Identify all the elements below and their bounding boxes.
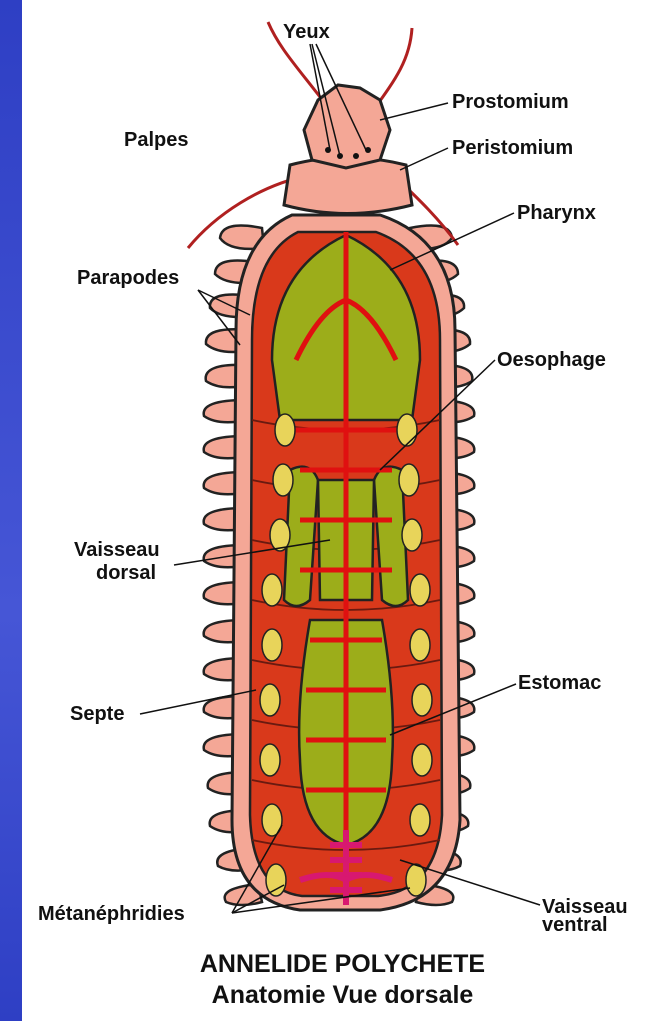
label-prostomium: Prostomium — [452, 92, 569, 112]
label-vaisseau-dorsal-1: Vaisseau — [74, 540, 160, 560]
prostomium-shape — [304, 85, 390, 168]
label-septe: Septe — [70, 704, 124, 724]
title-line-2: Anatomie Vue dorsale — [22, 983, 663, 1008]
label-vaisseau-ventral-2: ventral — [542, 915, 608, 935]
label-yeux: Yeux — [283, 22, 330, 42]
label-peristomium: Peristomium — [452, 138, 573, 158]
label-oesophage: Oesophage — [497, 350, 606, 370]
title-line-1: ANNELIDE POLYCHETE — [22, 952, 663, 977]
label-vaisseau-dorsal-2: dorsal — [96, 563, 156, 583]
label-palpes: Palpes — [124, 130, 188, 150]
label-estomac: Estomac — [518, 673, 601, 693]
label-parapodes: Parapodes — [77, 268, 179, 288]
label-metanephridies: Métanéphridies — [38, 904, 185, 924]
label-pharynx: Pharynx — [517, 203, 596, 223]
